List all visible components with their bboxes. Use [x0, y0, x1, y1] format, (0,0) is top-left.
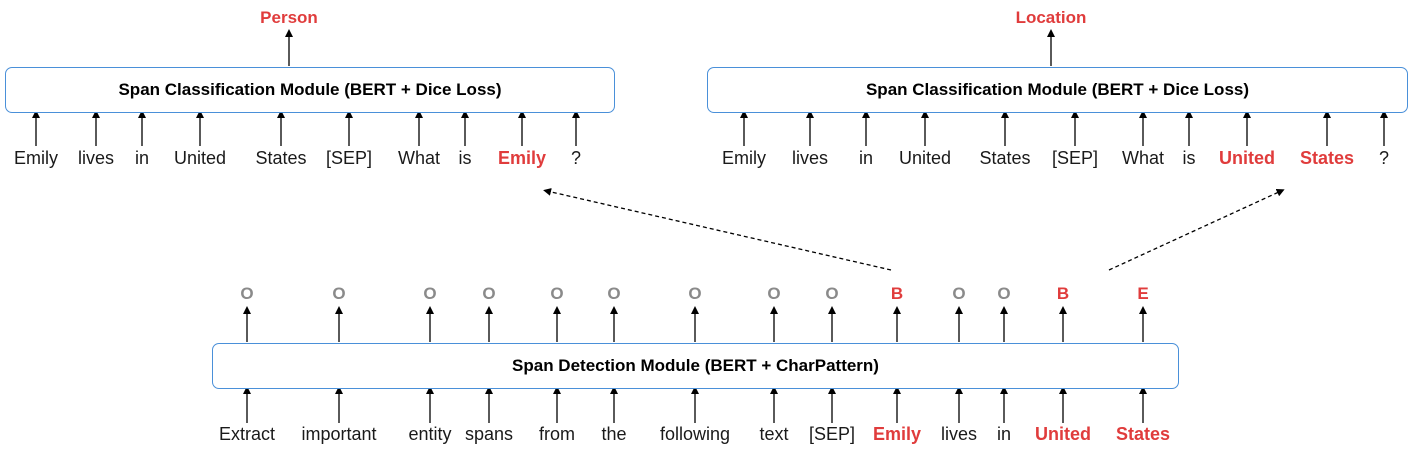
- right-token: lives: [791, 148, 829, 168]
- bottom-token: Extract: [218, 424, 276, 444]
- left-token: is: [458, 148, 472, 168]
- right-token: is: [1182, 148, 1196, 168]
- bio-label: O: [767, 284, 781, 303]
- bio-label: O: [332, 284, 346, 303]
- bottom-token: United: [1035, 424, 1091, 444]
- bottom-token: Emily: [872, 424, 922, 444]
- bio-label: O: [688, 284, 702, 303]
- left-token: ?: [570, 148, 582, 168]
- bio-label: E: [1137, 284, 1149, 303]
- bio-label: O: [423, 284, 437, 303]
- left-token: lives: [77, 148, 115, 168]
- bottom-token: entity: [408, 424, 452, 444]
- bottom-token: [SEP]: [808, 424, 856, 444]
- bottom-token: the: [601, 424, 627, 444]
- bio-label: B: [890, 284, 904, 303]
- right-token: United: [898, 148, 952, 168]
- left-output-label: Person: [260, 8, 318, 27]
- bio-label: O: [952, 284, 966, 303]
- right-span-classification-module: Span Classification Module (BERT + Dice …: [707, 67, 1408, 113]
- right-token: United: [1219, 148, 1275, 168]
- bottom-token: lives: [940, 424, 978, 444]
- bottom-token: States: [1115, 424, 1171, 444]
- left-token: United: [173, 148, 227, 168]
- bio-label: O: [997, 284, 1011, 303]
- left-token: Emily: [14, 148, 58, 168]
- left-token: in: [134, 148, 150, 168]
- right-token: Emily: [722, 148, 766, 168]
- bio-label: O: [240, 284, 254, 303]
- bio-label: O: [825, 284, 839, 303]
- right-token: States: [1299, 148, 1355, 168]
- span-detection-module: Span Detection Module (BERT + CharPatter…: [212, 343, 1179, 389]
- left-token: Emily: [497, 148, 547, 168]
- span-to-left-arrow: [543, 187, 892, 271]
- right-token: States: [979, 148, 1031, 168]
- right-token: What: [1121, 148, 1165, 168]
- right-token: ?: [1378, 148, 1390, 168]
- right-token: [SEP]: [1051, 148, 1099, 168]
- bio-label: O: [482, 284, 496, 303]
- bio-label: O: [607, 284, 621, 303]
- right-output-label: Location: [1015, 8, 1087, 27]
- bottom-token: in: [996, 424, 1012, 444]
- bottom-token: from: [539, 424, 575, 444]
- bio-label: B: [1056, 284, 1070, 303]
- bottom-token: following: [659, 424, 731, 444]
- right-token: in: [858, 148, 874, 168]
- span-to-right-arrow: [1108, 189, 1285, 271]
- bottom-token: important: [301, 424, 377, 444]
- left-token: What: [397, 148, 441, 168]
- left-token: States: [255, 148, 307, 168]
- left-span-classification-module: Span Classification Module (BERT + Dice …: [5, 67, 615, 113]
- left-token: [SEP]: [325, 148, 373, 168]
- bottom-token: spans: [464, 424, 514, 444]
- bottom-token: text: [759, 424, 789, 444]
- bio-label: O: [550, 284, 564, 303]
